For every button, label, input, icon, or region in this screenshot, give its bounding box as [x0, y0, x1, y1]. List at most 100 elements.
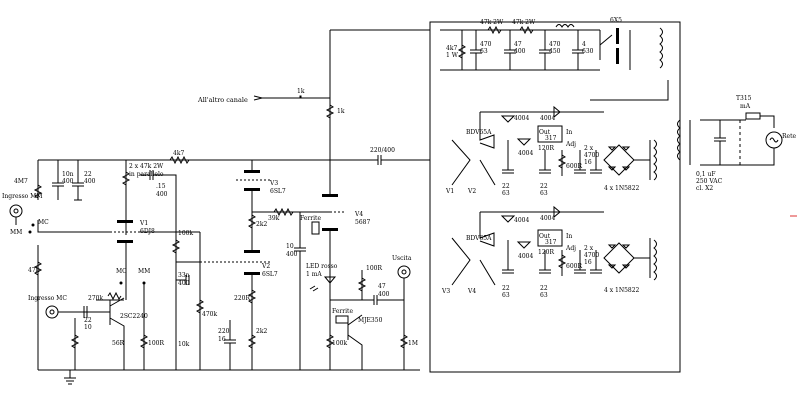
r220r [247, 289, 257, 304]
label-adj1: Adj [565, 141, 576, 148]
c47-400b [504, 30, 516, 70]
mains-tr-pri [677, 119, 681, 161]
c47-400 [330, 295, 404, 305]
label-c22e: 22 [502, 285, 510, 292]
r600r-b [557, 254, 567, 269]
label-v2out: V2 [467, 188, 476, 195]
label-cap01: 0,1 uF [696, 171, 715, 178]
r4m7 [33, 184, 43, 199]
output-jack [397, 265, 411, 279]
label-br2: 4 x 1N5822 [604, 287, 640, 294]
tube-6x5-wire [599, 30, 613, 60]
label-ferrite2: Ferrite [332, 308, 353, 315]
r-mc-load [70, 334, 80, 349]
label-c15: .15 [156, 183, 166, 190]
c22-63-a [502, 140, 514, 174]
label-v1out: V1 [445, 188, 454, 195]
c2x4700-2a [574, 250, 586, 274]
bridge-1 [603, 144, 635, 176]
label-led: LED rosso [306, 263, 338, 270]
label-c33nv: 400 [178, 280, 190, 287]
label-r2x47k: 2 x 47k 2W [129, 163, 164, 170]
bdv65a-2 [479, 212, 495, 247]
c2x4700-1a [574, 150, 586, 174]
r47k [33, 261, 43, 276]
label-c22v: 400 [84, 178, 96, 185]
label-c22c: 22 [502, 183, 510, 190]
c220-16 [224, 320, 236, 370]
label-c47: 47 [378, 283, 386, 290]
v4-cathode [322, 228, 338, 231]
label-uscita: Uscita [392, 255, 412, 262]
r47k2w-b [519, 25, 534, 35]
v2-plate [244, 250, 260, 253]
label-v3t: 6SL7 [270, 188, 286, 195]
label-c220-400: 220/400 [370, 147, 395, 154]
label-c22f: 22 [540, 285, 548, 292]
label-r100k-b: 100k [332, 340, 347, 347]
label-out1: Out [539, 129, 551, 136]
bdv65a-1 [479, 112, 495, 149]
bridge-2-diodes [607, 244, 631, 269]
label-r56r: 56R [112, 340, 125, 347]
label-r1k-b: 1k [337, 108, 345, 115]
bridge-2 [603, 242, 635, 274]
c220-400 [377, 155, 420, 165]
label-reg317: 317 [545, 135, 557, 142]
label-r120rb: 120R [538, 249, 554, 256]
label-tube6x5: 6X5 [610, 17, 622, 24]
r600r [557, 154, 567, 169]
r270k [107, 291, 122, 301]
r2x47k [121, 171, 131, 186]
label-v1: V1 [139, 220, 148, 227]
label-d4004a: 4004 [514, 115, 529, 122]
label-r2k2: 2k2 [256, 221, 267, 228]
label-c15v: 400 [156, 191, 168, 198]
label-r47k2w: 47k 2W [480, 19, 504, 26]
label-v1t: 6DJ8 [140, 228, 155, 235]
r47k2w-a [487, 25, 502, 35]
label-v2: V2 [261, 263, 270, 270]
c4-630 [572, 30, 584, 70]
v1v2-wire-2 [479, 159, 496, 186]
reg317-2 [537, 229, 563, 247]
label-r470k: 470k [202, 311, 217, 318]
bridge-1-ac [634, 140, 651, 180]
label-rete: Rete [782, 133, 796, 140]
v3v4-wire-1 [451, 237, 471, 286]
label-d4004b: 4004 [540, 115, 555, 122]
label-c22ev: 63 [502, 292, 510, 299]
label-r120r: 120R [538, 145, 554, 152]
label-c22: 22 [84, 171, 92, 178]
q-2sc2240 [109, 297, 125, 340]
label-c2x4700b: 4700 [584, 152, 599, 159]
label-c47bv: 400 [514, 48, 526, 55]
input-mm-jack [9, 204, 23, 218]
input-mm-jack-core [13, 208, 19, 214]
label-q2sc: 2SC2240 [120, 313, 148, 320]
c10-400 [294, 212, 306, 370]
label-c2x4700d: 2 x [584, 245, 594, 252]
label-r4k7: 4k7 [173, 150, 184, 157]
r4k7-1w [457, 44, 467, 59]
mains-return [740, 148, 775, 166]
choke [555, 24, 575, 28]
r100k [171, 239, 181, 254]
label-bdv2: BDV65A [466, 235, 492, 242]
label-cap01c: cl. X2 [696, 185, 713, 192]
label-adj2: Adj [565, 245, 576, 252]
c10n [52, 160, 64, 200]
label-r270k: 270k [88, 295, 103, 302]
label-r4k7-1w: 4k7 [446, 45, 457, 52]
r100k-b [325, 334, 335, 349]
label-c22dv: 63 [540, 190, 548, 197]
label-v4out: V4 [467, 288, 476, 295]
label-out2: Out [539, 233, 551, 240]
label-r1m: 1M [408, 340, 418, 347]
switch-mm [28, 230, 32, 234]
d4004-f [516, 241, 532, 249]
label-c33n: 33n [178, 272, 190, 279]
label-ingmc: Ingresso MC [28, 295, 67, 302]
label-r10k: 10k [178, 341, 190, 348]
